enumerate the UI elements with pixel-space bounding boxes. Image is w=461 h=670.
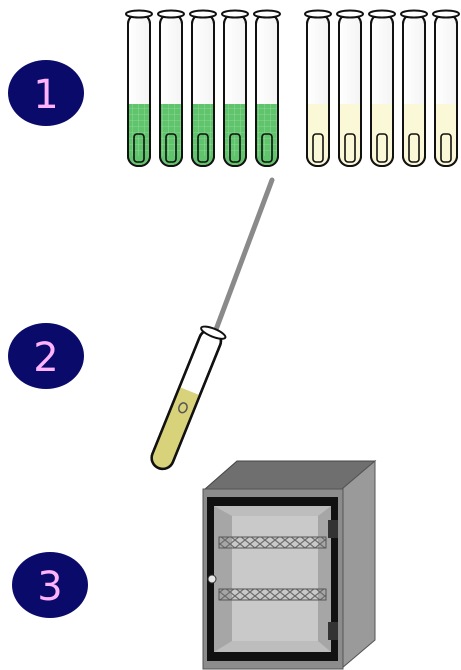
inoculated-test-tube-icon <box>150 325 227 471</box>
step-3-label: 3 <box>37 564 62 610</box>
step-3-badge: 3 <box>12 552 88 618</box>
incubator-shelf-upper <box>218 536 327 549</box>
test-tube-icon <box>368 9 396 167</box>
test-tube-icon <box>253 9 281 167</box>
test-tube-icon <box>125 9 153 167</box>
step-2-label: 2 <box>33 335 58 381</box>
test-tube-icon <box>400 9 428 167</box>
test-tube-icon <box>221 9 249 167</box>
step-1-label: 1 <box>33 72 58 118</box>
incubator-hinge-bottom <box>328 622 338 640</box>
incubator-shelf-lower <box>218 588 327 601</box>
test-tube-icon <box>189 9 217 167</box>
test-tube-icon <box>432 9 460 167</box>
test-tube-icon <box>157 9 185 167</box>
step-1-badge: 1 <box>8 60 84 126</box>
incubator-door-knob <box>207 574 217 584</box>
test-tube-icon <box>304 9 332 167</box>
step-2-badge: 2 <box>8 323 84 389</box>
test-tube-rack <box>125 9 460 167</box>
incubator-icon <box>202 459 377 670</box>
incubator-hinge-top <box>328 520 338 538</box>
test-tube-icon <box>336 9 364 167</box>
